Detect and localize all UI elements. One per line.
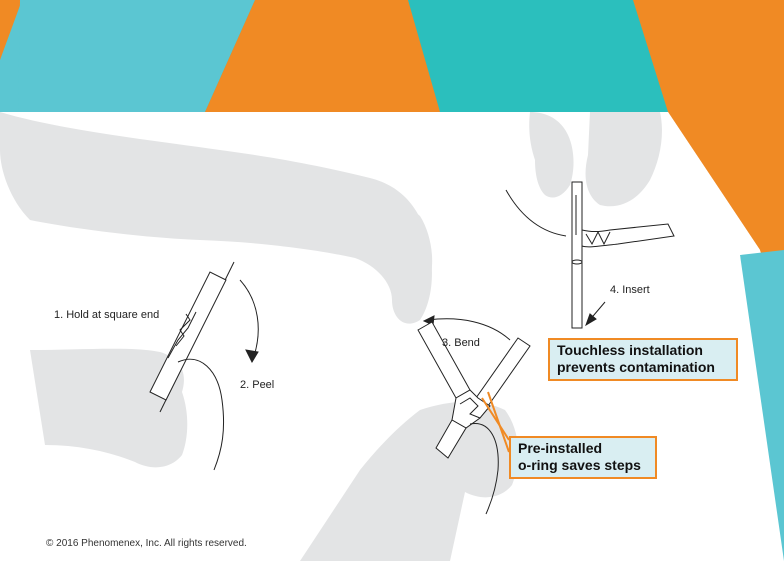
oring-callout-line1: Pre-installed: [518, 440, 603, 456]
banner-orange-right: [633, 0, 784, 330]
touchless-callout-line1: Touchless installation: [557, 342, 703, 358]
step4-insert-arrow-head: [585, 313, 597, 327]
step3-ribs: [459, 397, 481, 419]
oring-leader-1: [481, 397, 510, 441]
touchless-callout: Touchless installation prevents contamin…: [548, 338, 738, 381]
step1-ribs: [175, 313, 191, 347]
hand-lower-center: [300, 401, 519, 561]
step1-drawing: [149, 261, 259, 471]
step4-vertical-tube: [571, 181, 583, 329]
side-light-teal-right: [740, 250, 784, 561]
step4-drawing: [505, 181, 675, 329]
step1-tube-body: [149, 271, 227, 401]
step4-left-strip: [505, 189, 567, 237]
step4-ribs: [585, 230, 611, 246]
hand-silhouettes: [0, 112, 662, 561]
step4-label: 4. Insert: [610, 284, 650, 296]
step3-backing-strip: [469, 423, 499, 515]
banner-light-teal-mid: [18, 0, 255, 112]
step3-lower-tube: [435, 419, 467, 459]
banner-orange-corner: [0, 0, 22, 60]
step3-label: 3. Bend: [442, 337, 480, 349]
step3-drawing: [417, 315, 531, 515]
step1-peel-strip: [177, 358, 225, 471]
step4-tube-ring: [571, 259, 583, 265]
hand-lower-left: [30, 348, 188, 468]
banner-orange-center: [205, 0, 440, 112]
oring-leader-2: [487, 391, 510, 453]
oring-callout-line2: o-ring saves steps: [518, 457, 641, 473]
finger-top-center: [365, 204, 433, 289]
callout-leaders: [481, 391, 510, 453]
hand-upper-left: [0, 112, 432, 324]
step3-bend-arrow-curve: [427, 318, 511, 341]
step2-peel-arrow-head: [245, 349, 259, 364]
oring-callout: Pre-installed o-ring saves steps: [509, 436, 657, 479]
finger-top-right: [529, 112, 574, 198]
step2-label: 2. Peel: [240, 379, 275, 391]
hand-top-right: [585, 112, 662, 207]
touchless-callout-line2: prevents contamination: [557, 359, 715, 375]
copyright-notice: © 2016 Phenomenex, Inc. All rights reser…: [46, 538, 247, 549]
step1-label: 1. Hold at square end: [54, 309, 160, 321]
